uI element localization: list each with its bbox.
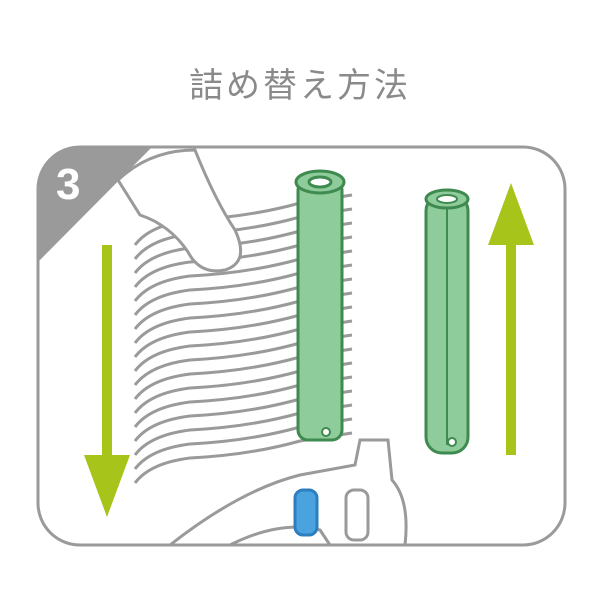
sheet-line	[133, 291, 353, 344]
sheet-line	[133, 263, 353, 316]
sheet-line	[133, 389, 353, 442]
sheet-line	[133, 333, 353, 386]
sheet-line	[133, 305, 353, 358]
finger-icon	[116, 148, 243, 273]
sheet-line	[133, 417, 353, 470]
up-arrow-icon	[488, 183, 534, 455]
core-rod-in-sheets	[294, 169, 346, 442]
down-arrow-icon	[84, 245, 130, 517]
sheet-line	[133, 361, 353, 414]
sheet-line	[133, 319, 353, 372]
sheet-line	[133, 375, 353, 428]
step-number: 3	[56, 160, 81, 209]
dispenser-base	[165, 438, 408, 547]
refill-sheets	[133, 193, 353, 484]
core-rod	[424, 188, 470, 455]
sheet-line	[133, 249, 353, 302]
sheet-line	[133, 347, 353, 400]
sheet-line	[133, 277, 353, 330]
page-title: 詰め替え方法	[189, 66, 411, 106]
sheet-line	[133, 431, 353, 484]
sheet-line	[133, 403, 353, 456]
